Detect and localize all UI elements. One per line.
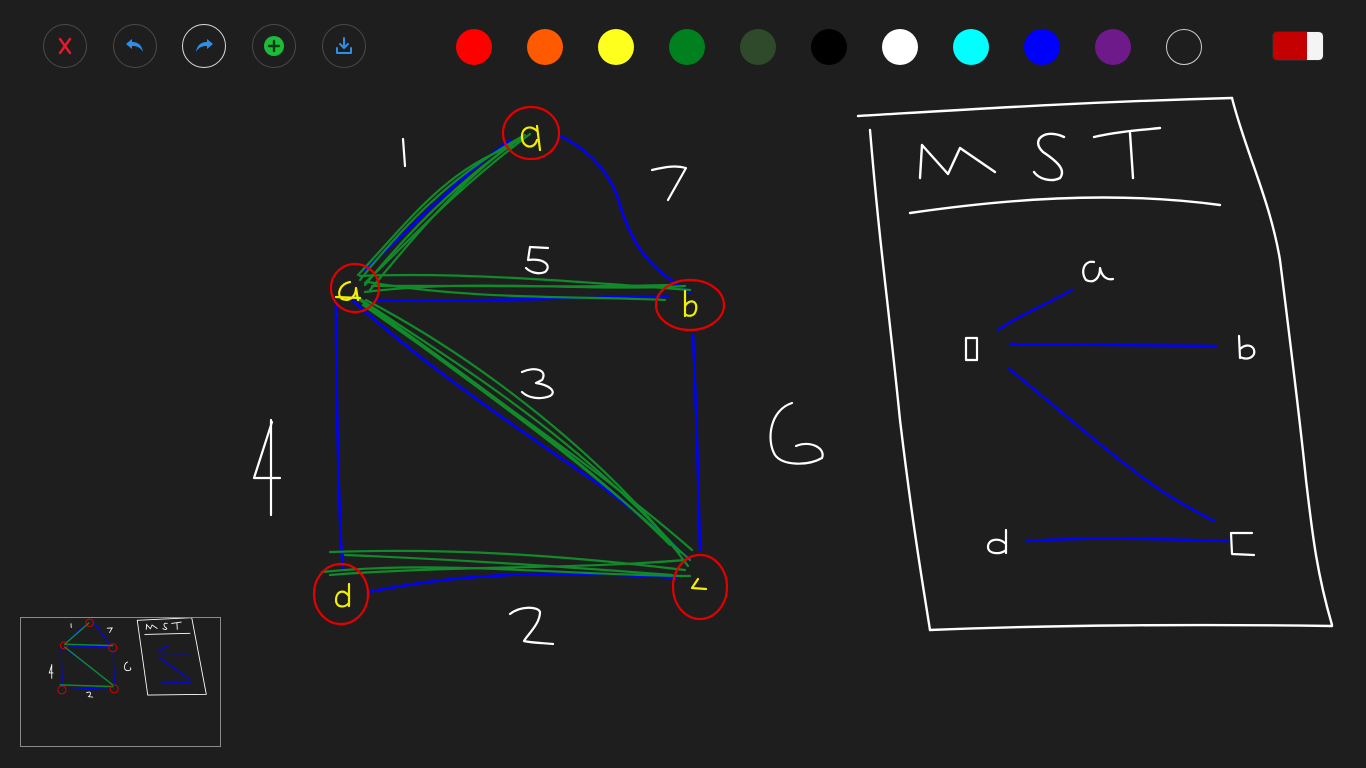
color-swatch-blue[interactable]	[1024, 29, 1060, 65]
color-swatch-cyan[interactable]	[953, 29, 989, 65]
color-swatch-transparent[interactable]	[1166, 29, 1202, 65]
edge-a-b	[558, 134, 692, 294]
clear-button[interactable]	[43, 24, 87, 68]
mst-label-d	[986, 528, 1008, 555]
minimap-thumbnail	[48, 618, 207, 698]
mst-edge-d-c	[1024, 537, 1230, 543]
edge-d-c	[366, 572, 678, 594]
undo-arrow-icon	[126, 39, 143, 52]
mst-highlight-strokes	[320, 132, 694, 578]
color-swatch-green[interactable]	[669, 29, 705, 65]
redo-arrow-icon	[196, 39, 213, 52]
node-circle-e	[329, 262, 381, 314]
node-circle-d	[312, 562, 370, 626]
mst-edge-e-a	[996, 288, 1074, 332]
mst-label-a	[1082, 260, 1115, 283]
download-icon	[336, 37, 352, 54]
node-label-e	[334, 280, 362, 302]
node-label-c	[690, 577, 708, 591]
toggle-knob	[1307, 32, 1323, 60]
node-circle-b	[654, 278, 726, 332]
edge-e-c	[350, 298, 692, 562]
color-swatch-black[interactable]	[811, 29, 847, 65]
mst-box-left	[868, 128, 932, 632]
weight-2	[508, 606, 555, 646]
node-circle-a	[501, 105, 561, 161]
mst-node-labels	[964, 260, 1256, 557]
color-swatch-yellow[interactable]	[598, 29, 634, 65]
node-label-b	[683, 289, 698, 318]
node-label-a	[520, 124, 542, 152]
edge-e-b	[373, 294, 670, 302]
mst-box-right	[1230, 96, 1334, 627]
mst-label-e	[964, 336, 979, 362]
node-circle-c	[671, 553, 729, 621]
mst-edge-e-c	[1006, 366, 1216, 523]
weight-3	[520, 368, 554, 400]
mst-box	[856, 96, 1334, 632]
color-swatch-dark-green[interactable]	[740, 29, 776, 65]
node-label-d	[334, 582, 351, 608]
mst-box-top	[856, 96, 1234, 118]
redo-button[interactable]	[182, 24, 226, 68]
color-swatch-purple[interactable]	[1095, 29, 1131, 65]
stroke-color-toggle[interactable]	[1273, 32, 1323, 60]
mst-box-bottom	[928, 623, 1334, 632]
edge-weight-labels	[252, 137, 824, 646]
fill-color-indicator	[1273, 32, 1307, 60]
mst-title	[918, 126, 1162, 182]
download-button[interactable]	[322, 24, 366, 68]
weight-7	[650, 165, 688, 202]
mst-title-s	[1032, 132, 1066, 182]
add-button[interactable]	[252, 24, 296, 68]
undo-button[interactable]	[113, 24, 157, 68]
weight-5	[524, 245, 550, 275]
mst-label-b	[1237, 334, 1256, 360]
graph-node-circles	[312, 105, 729, 626]
color-swatch-orange[interactable]	[527, 29, 563, 65]
x-icon	[58, 37, 72, 55]
color-swatch-red[interactable]	[456, 29, 492, 65]
color-swatch-white[interactable]	[882, 29, 918, 65]
weight-4	[252, 418, 282, 517]
mst-title-m	[918, 143, 997, 180]
plus-circle-icon	[264, 36, 284, 56]
mst-tree-edges	[996, 288, 1230, 543]
graph-edges	[334, 134, 702, 594]
edge-b-c	[691, 333, 702, 552]
mst-label-c	[1229, 531, 1256, 557]
mst-title-underline	[908, 196, 1222, 215]
weight-6	[769, 401, 824, 465]
mst-title-t	[1092, 126, 1162, 180]
graph-node-labels	[334, 124, 708, 608]
mst-edge-e-b	[1008, 342, 1218, 348]
edge-e-d	[334, 303, 345, 572]
weight-1	[401, 137, 407, 168]
minimap-preview[interactable]	[20, 617, 221, 747]
